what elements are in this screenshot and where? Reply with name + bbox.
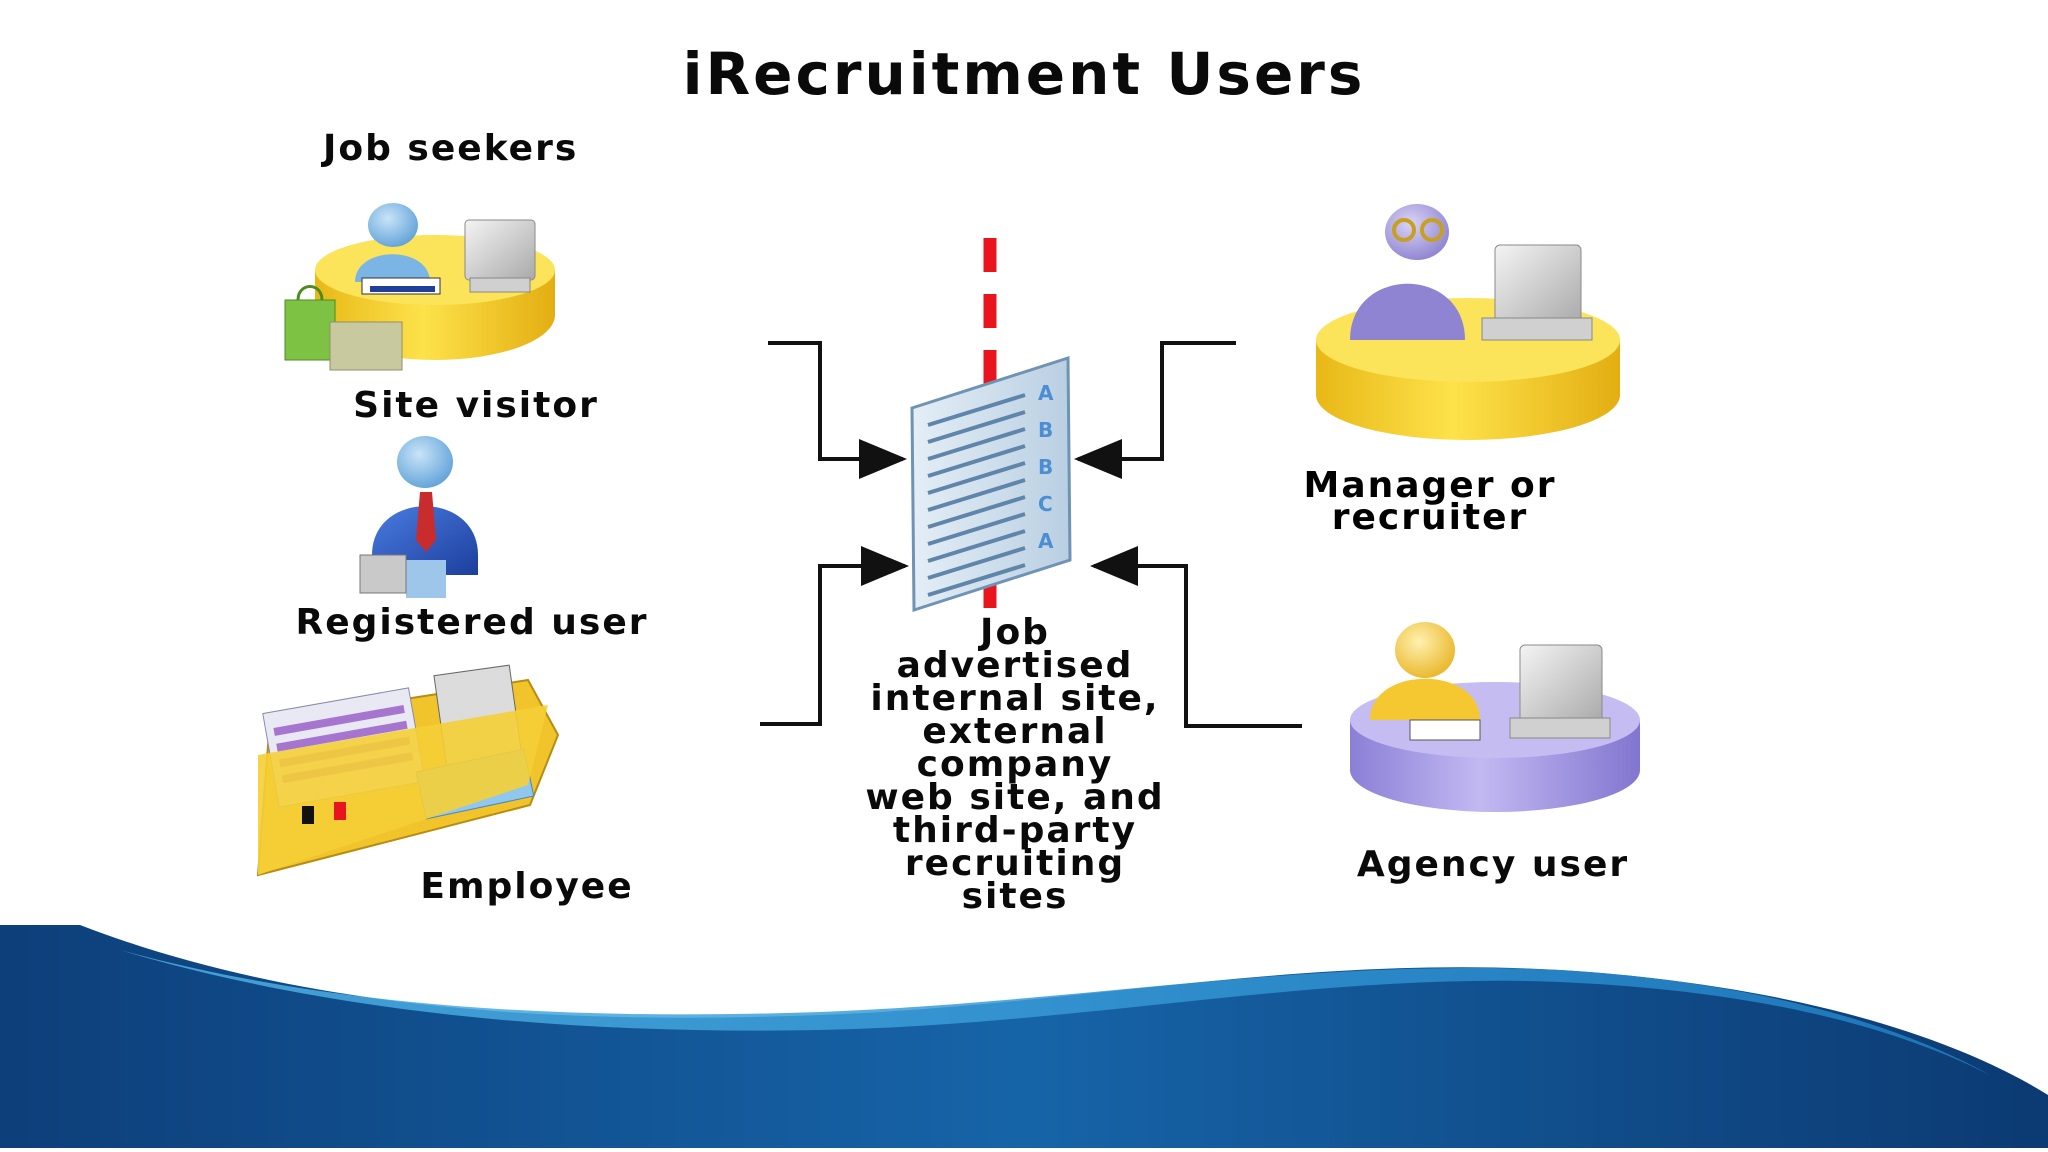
- doc-letter: C: [1038, 492, 1053, 516]
- doc-letter: B: [1038, 455, 1053, 479]
- arrow-from-employee: [760, 546, 909, 726]
- registered-user-label: Registered user: [296, 602, 649, 643]
- manager-label: Manager or recruiter: [1240, 465, 1620, 538]
- employee-label: Employee: [420, 866, 633, 907]
- arrow-from-manager: [1074, 341, 1236, 479]
- site-visitor-icon: [284, 203, 555, 371]
- employee-folder-icon: [256, 664, 560, 877]
- caption-line: third-party: [892, 810, 1138, 851]
- arrow-from-site-visitor: [768, 341, 907, 479]
- caption-line: sites: [961, 876, 1069, 917]
- doc-letters: A B B C A: [1038, 381, 1054, 553]
- job-advertised-caption: Job advertised internal site, external c…: [830, 612, 1200, 917]
- doc-letter: A: [1038, 529, 1054, 553]
- doc-letter: B: [1038, 418, 1053, 442]
- caption-line: advertised: [896, 645, 1134, 686]
- manager-label-line: Manager or: [1303, 465, 1557, 506]
- site-visitor-label: Site visitor: [353, 385, 599, 426]
- caption-line: internal site,: [870, 678, 1160, 719]
- caption-line: recruiting: [904, 843, 1126, 884]
- caption-line: company: [916, 744, 1114, 785]
- arrow-from-agency: [1090, 546, 1302, 728]
- caption-line: external: [922, 711, 1108, 752]
- footer-wave: [0, 925, 2048, 1152]
- job-document-icon: [910, 355, 1072, 613]
- registered-user-icon: [359, 436, 478, 598]
- arrows: [760, 341, 1302, 728]
- job-seekers-label: Job seekers: [323, 128, 579, 169]
- doc-letter: A: [1038, 381, 1054, 405]
- agency-user-icon: [1350, 622, 1640, 812]
- caption-line: Job: [980, 612, 1050, 653]
- manager-label-line: recruiter: [1331, 497, 1529, 538]
- manager-icon: [1316, 204, 1620, 440]
- diagram-title: iRecruitment Users: [682, 40, 1366, 108]
- caption-line: web site, and: [865, 777, 1165, 818]
- agency-user-label: Agency user: [1357, 844, 1629, 885]
